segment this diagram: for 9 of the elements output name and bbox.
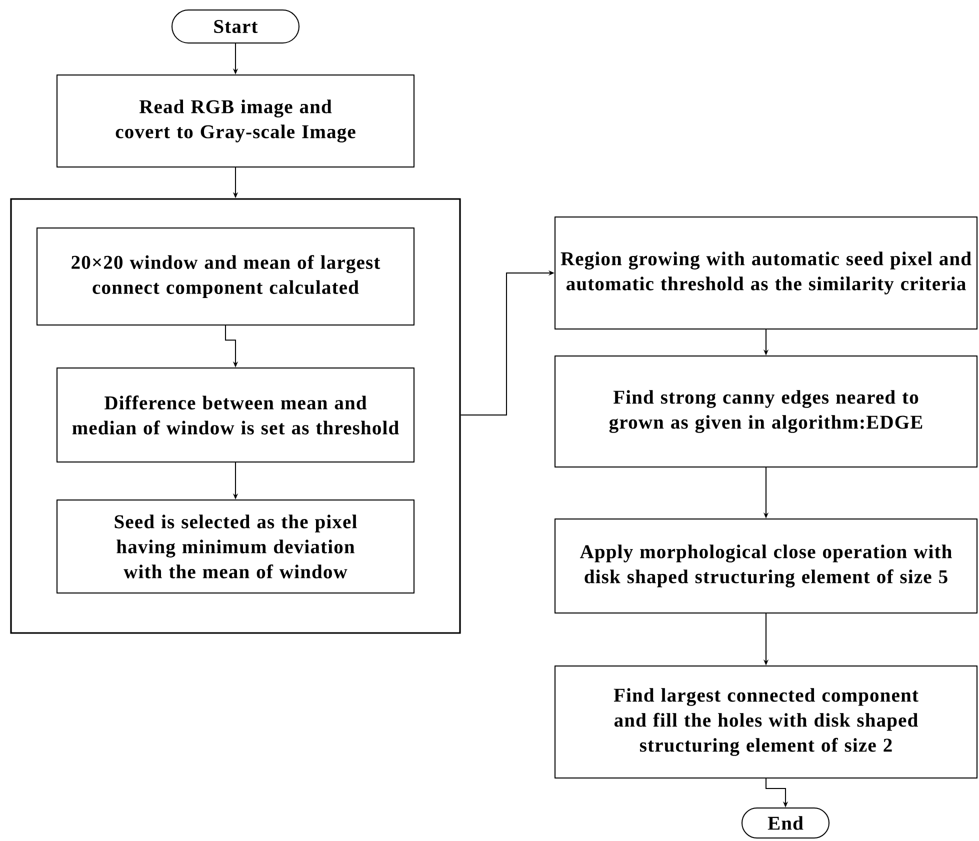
process-box: Apply morphological close operation with disk shaped structuring element of size 5: [554, 518, 978, 614]
process-box: Find strong canny edges neared to grown as given in algorithm:EDGE: [554, 356, 978, 468]
process-box: Region growing with automatic seed pixel and automatic threshold as the similarity criteria: [554, 216, 978, 330]
process-box: Seed is selected as the pixel having minimum deviation with the mean of window: [56, 500, 414, 594]
process-box: Read RGB image and covert to Gray-scale Image: [56, 74, 414, 168]
group-box: [10, 198, 461, 634]
process-box: Find largest connected component and fill the holes with disk shaped structuring element of size 2: [554, 666, 978, 778]
process-box: 20×20 window and mean of largest connect component calculated: [36, 228, 414, 326]
process-box: Difference between mean and median of window is set as threshold: [56, 368, 414, 462]
